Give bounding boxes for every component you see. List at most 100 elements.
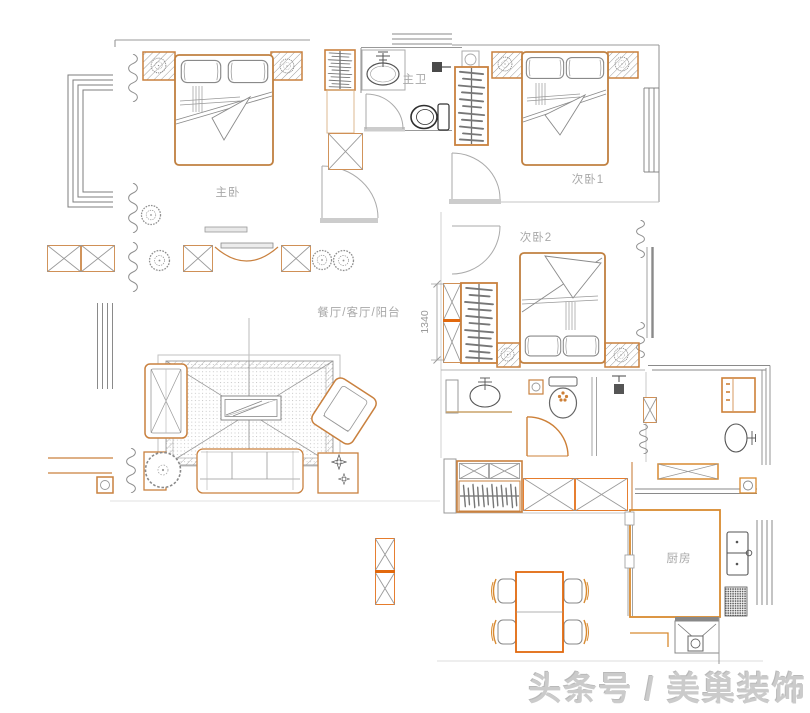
wall-hatch-block	[491, 51, 523, 79]
open-shelf	[326, 89, 355, 134]
double-bed-master	[174, 54, 274, 166]
cabinet-xbox	[375, 572, 395, 605]
window-master-bath	[392, 33, 452, 45]
cabinet-xbox	[489, 463, 520, 479]
floor-drain	[96, 476, 114, 494]
second-bath	[445, 375, 626, 457]
wall-hatch-block	[496, 342, 521, 368]
window-bedroom2	[643, 87, 660, 173]
label-kitchen: 厨房	[667, 552, 692, 565]
vanity-sink-2	[445, 377, 512, 414]
dining-chair	[491, 619, 517, 645]
curtain-squiggle	[128, 183, 138, 233]
faucet-icon	[745, 549, 753, 557]
cabinet-xbox	[443, 283, 461, 321]
plant-icon	[140, 204, 162, 226]
curtain-squiggle	[636, 220, 645, 258]
label-master-bedroom: 主卧	[216, 186, 241, 199]
bay-window-living-left	[97, 303, 113, 389]
laundry-balcony	[674, 617, 720, 664]
sliding-door-kitchen	[624, 511, 635, 616]
living-room: 餐厅/客厅/阳台	[48, 305, 400, 494]
floor-drain	[528, 379, 544, 395]
cabinet-xbox	[375, 538, 395, 571]
faucet-icon	[478, 377, 492, 390]
cabinet-xbox	[443, 321, 461, 363]
bay-window-left	[67, 74, 113, 208]
toilet-flower-icon	[557, 391, 569, 402]
cabinet-xbox	[81, 245, 115, 272]
hall-closet	[454, 66, 489, 146]
cabinet-xbox	[328, 133, 363, 170]
armchair	[311, 377, 377, 445]
exterior-wall-right	[635, 365, 771, 494]
faucet-icon	[376, 51, 390, 67]
window-kitchen	[756, 520, 773, 605]
label-master-bath: 主卫	[403, 73, 428, 86]
curtain-squiggle	[128, 54, 138, 102]
wardrobe-small	[324, 49, 356, 91]
dining-chair	[491, 578, 517, 604]
kitchen-counter	[629, 509, 721, 618]
double-bed-3	[519, 252, 606, 364]
kitchen-sink-double	[726, 531, 753, 576]
loveseat	[144, 363, 188, 439]
curtain-squiggle	[128, 242, 138, 292]
wall-hatch-block	[604, 342, 640, 368]
label-bedroom-3: 次卧2	[520, 230, 552, 244]
vanity-sink	[361, 49, 406, 91]
plant-icon	[148, 249, 171, 272]
watermark: 头条号 / 美巢装饰	[528, 670, 807, 707]
tv-screen	[220, 395, 282, 421]
bath-bench	[657, 463, 719, 480]
label-living-dining: 餐厅/客厅/阳台	[317, 305, 400, 319]
label-bedroom-2: 次卧1	[572, 172, 604, 186]
master-bedroom: 主卧	[128, 51, 379, 292]
tv-console	[214, 242, 279, 262]
dimension-1340: 1340	[419, 280, 443, 364]
plant-icon	[311, 249, 333, 271]
west-cabinet-lines	[48, 457, 114, 494]
cabinet-xbox	[281, 245, 311, 272]
window-bedroom3	[636, 220, 654, 358]
double-bed-2	[521, 51, 609, 166]
corner-plant-table	[143, 451, 182, 491]
cabinet-xbox	[575, 478, 628, 511]
cabinet-side-panel	[443, 458, 457, 514]
dining-chair	[563, 578, 589, 604]
cabinet-xbox	[523, 478, 575, 511]
guest-sink	[724, 423, 756, 453]
dining-chair	[563, 619, 589, 645]
cabinet-xbox	[47, 245, 81, 272]
faucet-icon	[747, 431, 756, 445]
dining-set	[375, 538, 589, 653]
wall-hatch-block	[142, 51, 176, 81]
door-bedroom-3	[451, 225, 501, 275]
console-row	[47, 204, 355, 272]
wall-hatch-block	[607, 51, 639, 79]
curtain-squiggle	[126, 448, 136, 493]
toilet-second	[548, 376, 578, 419]
bedroom-3: 1340 次卧2	[419, 225, 640, 368]
guest-bath	[639, 377, 757, 494]
master-bath: 主卫	[324, 49, 480, 170]
wardrobe-bedroom-3	[443, 282, 498, 364]
cabinet-xbox	[183, 245, 213, 272]
floor-drain	[739, 477, 757, 494]
bed-bench	[204, 226, 248, 233]
shower-head-icon	[612, 375, 626, 394]
door-master-bedroom	[320, 165, 379, 223]
toilet-master	[410, 103, 450, 131]
kitchen: 厨房	[624, 509, 753, 647]
side-table	[317, 452, 359, 494]
washing-machine-top	[721, 377, 756, 413]
door-master-bath	[364, 93, 405, 132]
cabinet-xbox	[459, 463, 489, 479]
stove	[724, 586, 748, 617]
wall-corner	[630, 632, 669, 647]
washer-top-band	[675, 617, 719, 621]
bedroom-2: 次卧1	[449, 51, 639, 204]
door-second-bath	[526, 416, 569, 457]
